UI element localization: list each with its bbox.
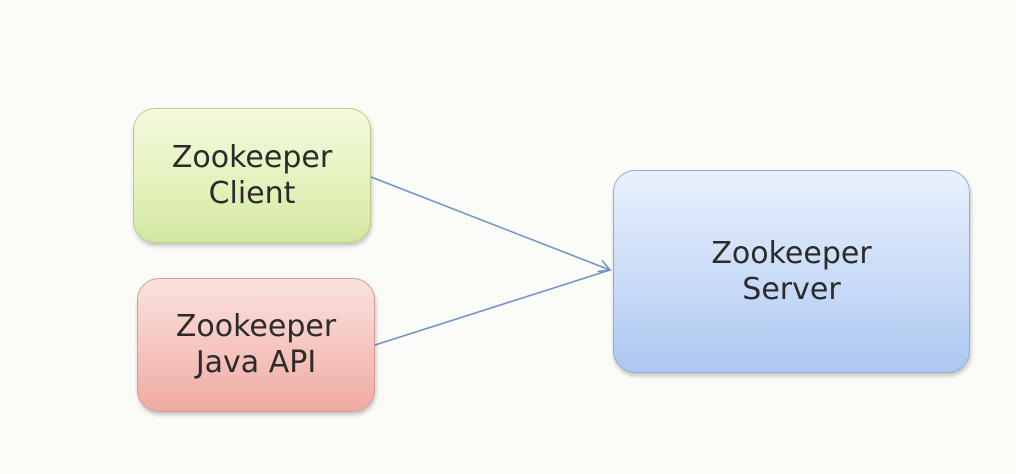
zookeeper-java-api-node: Zookeeper Java API	[137, 278, 375, 412]
zookeeper-server-node: Zookeeper Server	[613, 170, 970, 373]
zookeeper-client-node: Zookeeper Client	[133, 108, 371, 243]
zookeeper-client-label-line1: Zookeeper	[171, 139, 333, 175]
zookeeper-java-api-label-line2: Java API	[195, 345, 317, 380]
zookeeper-client-label-line2: Client	[208, 175, 296, 211]
zookeeper-server-label-line1: Zookeeper	[711, 235, 872, 271]
zookeeper-server-label-line2: Server	[742, 271, 841, 307]
zookeeper-java-api-label-line1: Zookeeper	[175, 309, 337, 344]
edge-client-to-server	[370, 176, 612, 273]
edge-java-api-to-server	[374, 269, 611, 346]
